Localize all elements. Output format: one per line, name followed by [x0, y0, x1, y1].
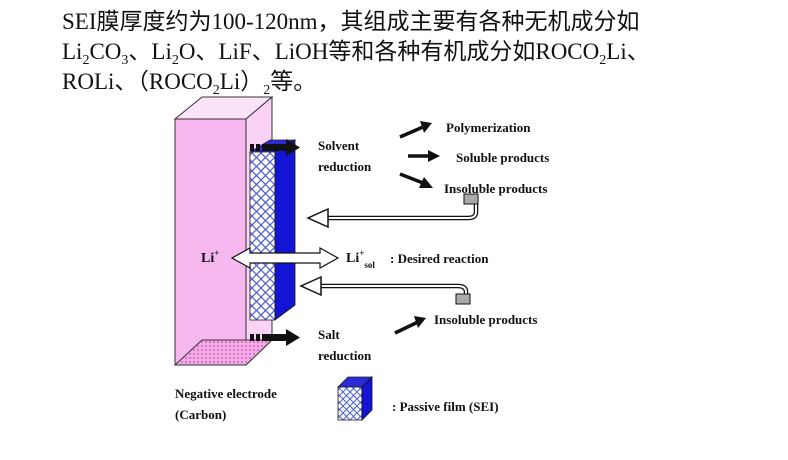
legend-sei-swatch: [337, 376, 373, 421]
caption-subscript: 2: [82, 53, 90, 68]
caption-text: Li、: [606, 39, 650, 64]
solvent-reduction-label: Solvent reduction: [318, 138, 372, 174]
caption-text: Li: [62, 39, 83, 64]
caption-line-1-text: SEI膜厚度约为100-120nm，其组成主要有各种无机成分如: [62, 9, 640, 34]
electrode-front-face: [174, 118, 247, 366]
caption-text: O、LiF、LiOH等和各种有机成分如ROCO: [178, 39, 600, 64]
caption-text: 等。: [270, 69, 317, 94]
caption-text: CO: [89, 39, 122, 64]
caption-line-3: ROLi、（ROCO2Li）2等。: [62, 68, 317, 98]
polymerization-arrow: [399, 121, 432, 139]
caption-line-1: SEI膜厚度约为100-120nm，其组成主要有各种无机成分如: [62, 8, 640, 36]
insoluble-products-top-label: Insoluble products: [444, 181, 547, 196]
caption-text: 、Li: [128, 39, 172, 64]
caption-text: ROLi、（ROCO: [62, 69, 213, 94]
caption-subscript: 2: [263, 83, 271, 98]
caption-subscript: 2: [212, 83, 220, 98]
li-sol-label: Li+sol: [346, 248, 375, 270]
sei-hatched-face: [249, 151, 276, 321]
solvent-reduction-arrow: [250, 139, 300, 156]
caption-subscript: 2: [171, 53, 179, 68]
soluble-products-arrow: [408, 150, 440, 162]
salt-reduction-arrow: [250, 329, 300, 346]
insoluble-products-top-arrow: [399, 172, 433, 188]
sei-layer: [248, 139, 297, 321]
bottom-return-arrow: [299, 275, 471, 305]
salt-reduction-label: Salt reduction: [318, 327, 372, 363]
li-plus-label: Li+: [201, 248, 219, 266]
legend-electrode-label: Negative electrode (Carbon): [175, 386, 280, 422]
legend-passive-film-label: : Passive film (SEI): [392, 399, 499, 414]
caption-line-2: Li2CO3、Li2O、LiF、LiOH等和各种有机成分如ROCO2Li、: [62, 38, 650, 68]
soluble-products-label: Soluble products: [456, 150, 549, 165]
desired-reaction-label: : Desired reaction: [390, 251, 489, 266]
polymerization-label: Polymerization: [446, 120, 531, 135]
caption-subscript: 2: [599, 53, 607, 68]
insoluble-products-bottom-arrow: [394, 316, 426, 335]
sei-blue-side: [274, 139, 296, 321]
li-ion-double-arrow: [230, 246, 340, 270]
top-return-arrow: [306, 193, 479, 229]
insoluble-products-bottom-label: Insoluble products: [434, 312, 537, 327]
caption-subscript: 3: [121, 53, 129, 68]
caption-text: Li）: [219, 69, 264, 94]
